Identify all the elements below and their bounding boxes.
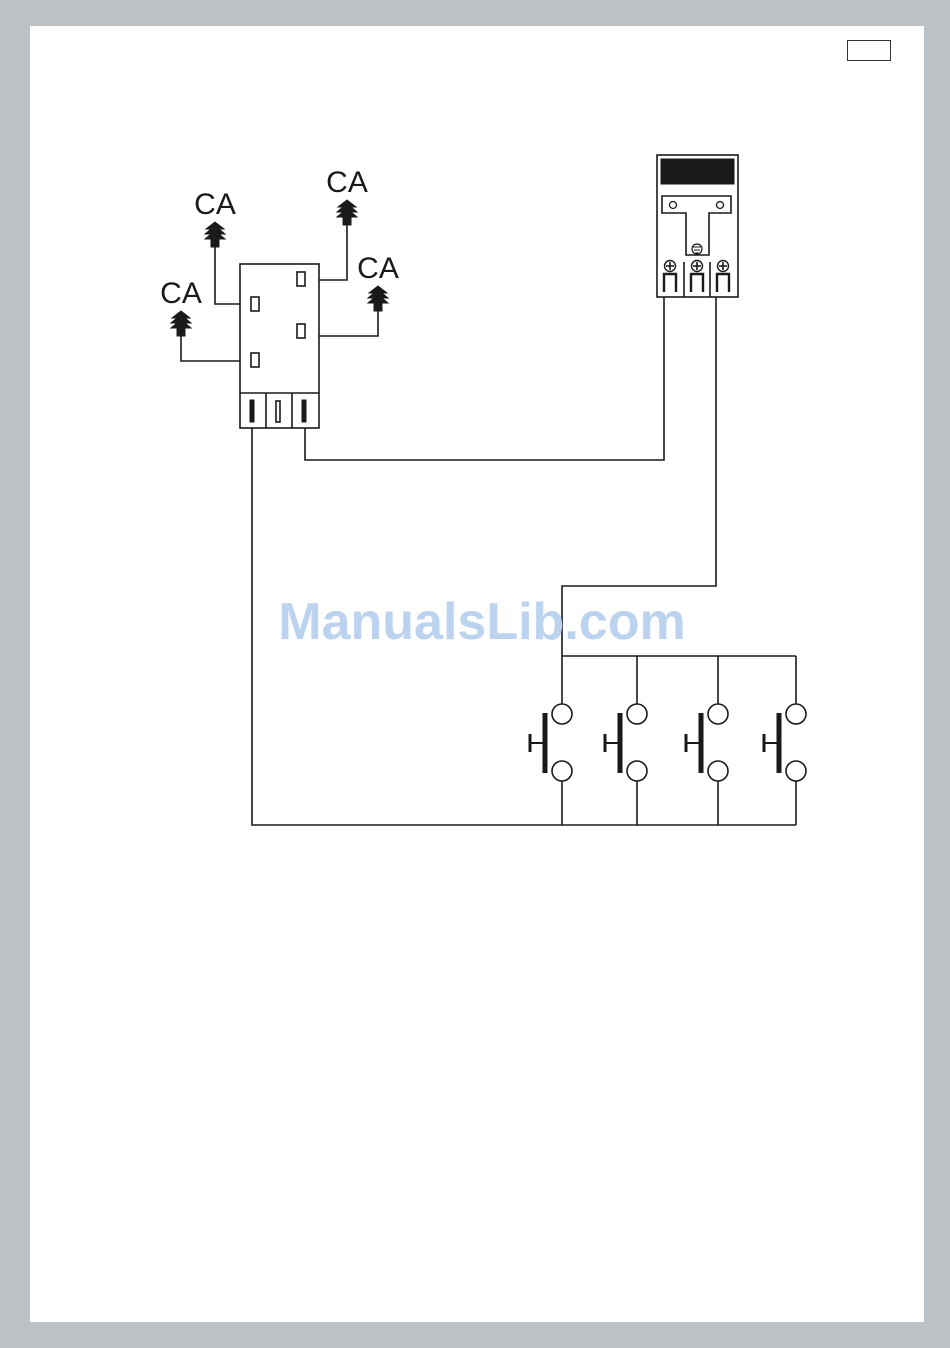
antenna-icon-top-left xyxy=(205,222,225,247)
push-button-1 xyxy=(530,656,572,825)
push-button-4 xyxy=(764,656,806,825)
relay-contact-2 xyxy=(251,353,259,367)
push-button-switch-icon xyxy=(605,713,620,773)
ca-label-top-left: CA xyxy=(194,188,236,221)
push-button-switch-icon xyxy=(686,713,701,773)
power-supply-label-plate xyxy=(661,159,734,184)
relay-terminal-1 xyxy=(250,400,254,422)
relay-unit xyxy=(240,264,319,428)
relay-contact-4 xyxy=(297,324,305,338)
antenna-icon-mid-right xyxy=(368,286,388,311)
screw-terminal-icon-2 xyxy=(692,261,703,272)
push-button-3 xyxy=(686,656,728,825)
ca-label-top-right: CA xyxy=(326,166,368,199)
ground-symbol-icon xyxy=(692,244,702,254)
screw-terminal-icon-3 xyxy=(718,261,729,272)
antenna-icon-top-right xyxy=(337,200,357,225)
antenna-icon-mid-left xyxy=(171,311,191,336)
relay-terminal-2 xyxy=(276,401,280,422)
watermark-text: ManualsLib.com xyxy=(278,593,685,651)
push-button-switch-icon xyxy=(530,713,545,773)
wire-relay-to-power xyxy=(305,297,664,460)
push-button-switch-icon xyxy=(764,713,779,773)
relay-contact-1 xyxy=(251,297,259,311)
relay-contact-3 xyxy=(297,272,305,286)
ca-label-mid-right: CA xyxy=(357,252,399,285)
relay-terminal-3 xyxy=(302,400,306,422)
screw-terminal-icon-1 xyxy=(665,261,676,272)
push-button-2 xyxy=(605,656,647,825)
power-supply-unit xyxy=(657,155,738,297)
ca-label-mid-left: CA xyxy=(160,277,202,310)
